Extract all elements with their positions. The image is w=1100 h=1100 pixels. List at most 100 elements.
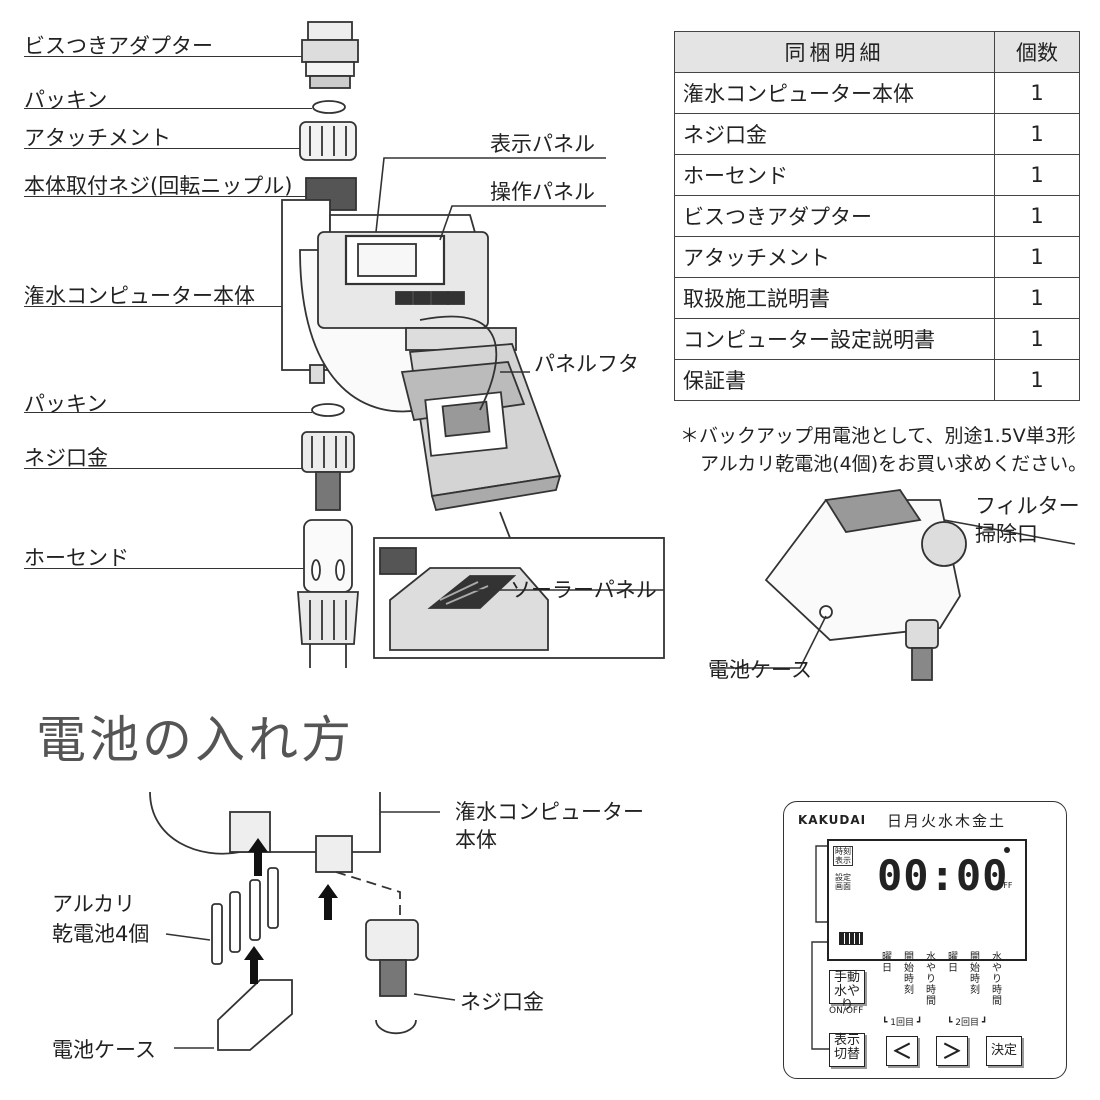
- label-fitting: ネジ口金: [460, 990, 544, 1014]
- button-line-2: 水やり: [833, 984, 860, 1013]
- table-cell-qty: 1: [994, 195, 1080, 237]
- header-item: 同梱明細: [674, 31, 995, 73]
- attachment-drawing: [299, 121, 357, 161]
- leader-line: [24, 412, 312, 413]
- packing-bottom-drawing: [311, 403, 345, 417]
- column-label: 開始時刻: [970, 952, 980, 996]
- label-control-panel: 操作パネル: [490, 180, 595, 204]
- lcd-off: OFF: [997, 881, 1013, 890]
- panel-cover-drawing: [400, 315, 562, 512]
- weekday-row: 日月火水木金土: [887, 812, 1007, 830]
- table-cell-item: ネジ口金: [674, 113, 995, 155]
- battery-icon: [839, 932, 863, 945]
- label-body-line2: 本体: [455, 828, 497, 852]
- second-label: 2回目: [955, 1018, 980, 1028]
- label-filter-cleaning: 掃除口: [975, 522, 1038, 546]
- lcd-time: 00:00: [877, 851, 1009, 900]
- setting-screen-label: 設定 画面: [835, 873, 851, 891]
- battery-install-drawing: [149, 791, 419, 1051]
- leader-line: [24, 306, 282, 307]
- note-line-2: アルカリ乾電池(4個)をお買い求めください。: [700, 453, 1088, 475]
- prev-button[interactable]: ＜: [886, 1036, 918, 1066]
- label-hose-end: ホーセンド: [24, 546, 129, 570]
- up-arrow-icon: [244, 946, 264, 984]
- indicator-dot-icon: [1004, 847, 1010, 853]
- leader-line: [24, 468, 302, 469]
- leader-line: [24, 568, 304, 569]
- up-arrow-icon: [248, 838, 268, 876]
- display-switch-button[interactable]: 表示 切替: [829, 1033, 865, 1067]
- table-cell-qty: 1: [994, 113, 1080, 155]
- label-body-line1: 潅水コンピューター: [455, 800, 644, 824]
- label-alkaline-line2: 乾電池4個: [52, 922, 150, 946]
- table-cell-item: ホーセンド: [674, 154, 995, 196]
- setting-line-2: 画面: [835, 882, 851, 891]
- table-cell-item: アタッチメント: [674, 236, 995, 278]
- packing-top-drawing: [312, 100, 346, 114]
- main-body-drawing: [281, 177, 517, 413]
- label-display-panel: 表示パネル: [490, 132, 595, 156]
- leader-line: [24, 196, 306, 197]
- note-line-1: ＊バックアップ用電池として、別途1.5V単3形: [680, 425, 1076, 447]
- leader-line: [24, 148, 300, 149]
- battery-note: ＊バックアップ用電池として、別途1.5V単3形 アルカリ乾電池(4個)をお買い求…: [680, 422, 1087, 478]
- table-header-row: 同梱明細 個数: [674, 31, 1080, 73]
- table-cell-qty: 1: [994, 72, 1080, 114]
- table-cell-qty: 1: [994, 277, 1080, 319]
- filter-view-drawing: [764, 489, 967, 681]
- second-bracket: ┗ 2回目 ┛: [947, 1018, 988, 1028]
- label-battery-case-2: 電池ケース: [52, 1038, 156, 1062]
- screw-adapter-drawing: [301, 21, 359, 89]
- label-packing-bottom: パッキン: [24, 392, 108, 416]
- table-cell-qty: 1: [994, 236, 1080, 278]
- column-label: 曜日: [882, 952, 892, 974]
- setting-line-1: 設定: [835, 873, 851, 882]
- section-title: 電池の入れ方: [36, 711, 354, 769]
- column-label: 開始時刻: [904, 952, 914, 996]
- label-packing-top: パッキン: [24, 88, 108, 112]
- on-off-label: ON/OFF: [829, 1006, 864, 1016]
- label-screw-adapter: ビスつきアダプター: [24, 34, 213, 58]
- brand-logo: KAKUDAI: [798, 813, 867, 827]
- label-body-nipple: 本体取付ネジ(回転ニップル): [24, 174, 293, 198]
- label-battery-case: 電池ケース: [708, 658, 812, 682]
- hose-end-drawing: [297, 519, 359, 668]
- header-qty: 個数: [994, 31, 1080, 73]
- leader-line: [24, 56, 302, 57]
- label-alkaline-line1: アルカリ: [52, 892, 136, 916]
- lcd-display: 時刻 表示 設定 画面 00:00 OFF: [827, 839, 1027, 961]
- table-cell-item: コンピューター設定説明書: [674, 318, 995, 360]
- enter-button[interactable]: 決定: [986, 1036, 1022, 1066]
- control-panel-diagram: KAKUDAI 日月火水木金土 時刻 表示 設定 画面 00:00 OFF 曜日…: [783, 801, 1067, 1079]
- label-solar-panel: ソーラーパネル: [510, 578, 657, 602]
- column-label: 水やり時間: [992, 952, 1002, 1007]
- panel-bracket-lines: [811, 845, 829, 1050]
- next-button[interactable]: ＞: [936, 1036, 968, 1066]
- solar-inset-drawing: [373, 511, 665, 659]
- tag-line-2: 表示: [835, 856, 851, 865]
- screw-fitting-drawing: [301, 431, 355, 511]
- up-arrow-icon: [318, 884, 338, 920]
- button-line-2: 切替: [833, 1047, 860, 1062]
- label-screw-fitting: ネジ口金: [24, 446, 108, 470]
- table-cell-item: 潅水コンピューター本体: [674, 72, 995, 114]
- label-panel-cover: パネルフタ: [534, 352, 639, 376]
- label-filter: フィルター: [975, 494, 1080, 518]
- table-cell-item: 保証書: [674, 359, 995, 401]
- first-bracket: ┗ 1回目 ┛: [882, 1018, 923, 1028]
- manual-water-button[interactable]: 手動 水やり: [829, 970, 865, 1013]
- column-label: 水やり時間: [926, 952, 936, 1007]
- tag-line-1: 時刻: [835, 847, 851, 856]
- table-cell-item: 取扱施工説明書: [674, 277, 995, 319]
- button-line-1: 表示: [833, 1033, 860, 1048]
- button-line-1: 手動: [833, 970, 860, 985]
- table-cell-qty: 1: [994, 154, 1080, 196]
